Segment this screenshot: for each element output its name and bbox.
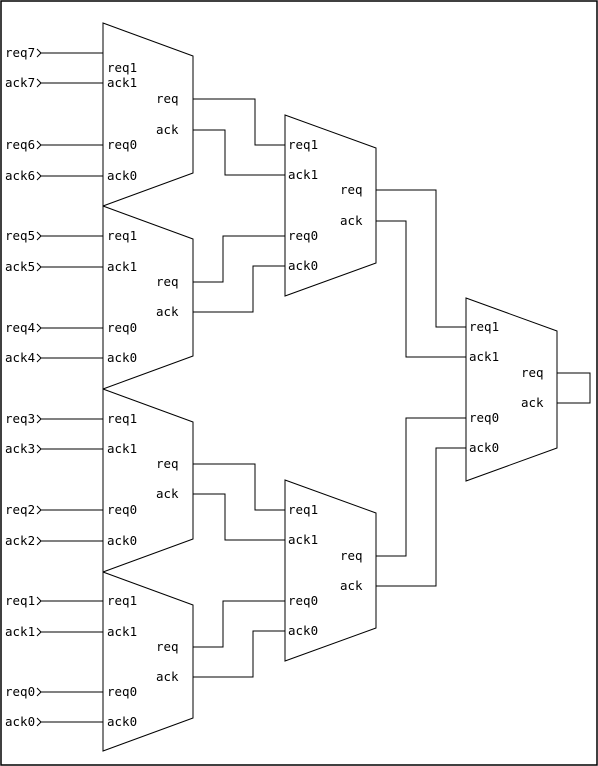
wire (193, 493, 285, 541)
port-label: req (521, 365, 544, 380)
input-label: ack5 (5, 259, 35, 274)
labels-s1-0: req1 ack1 req0 ack0 req ack (107, 60, 179, 183)
port-label: req0 (288, 593, 318, 608)
input-label: ack0 (5, 714, 35, 729)
port-label: ack0 (107, 350, 137, 365)
wire (376, 447, 466, 587)
arbiter-s1-2 (102, 388, 194, 573)
input-label: ack6 (5, 168, 35, 183)
wires-s1-to-s2 (193, 98, 285, 678)
port-label: req1 (469, 319, 499, 334)
labels-s2-0: req1 ack1 req0 ack0 req ack (288, 137, 363, 273)
wire (193, 630, 285, 678)
port-label: ack1 (469, 349, 499, 364)
wire (376, 189, 466, 328)
port-label: req1 (288, 502, 318, 517)
wire (193, 600, 285, 648)
labels-s2-1: req1 ack1 req0 ack0 req ack (288, 502, 363, 638)
wire (376, 417, 466, 557)
port-label: ack0 (107, 168, 137, 183)
port-label: ack0 (288, 258, 318, 273)
input-label: ack2 (5, 533, 35, 548)
port-label: req (156, 274, 179, 289)
wire (193, 98, 285, 146)
input-label: ack4 (5, 350, 35, 365)
wire (193, 129, 285, 176)
port-label: ack0 (107, 714, 137, 729)
port-label: req0 (107, 502, 137, 517)
port-label: req1 (107, 228, 137, 243)
input-label: ack3 (5, 441, 35, 456)
port-label: req0 (107, 137, 137, 152)
port-label: ack (156, 122, 179, 137)
labels-s3-root: req1 ack1 req0 ack0 req ack (469, 319, 544, 455)
port-label: req (340, 182, 363, 197)
input-label: req5 (5, 228, 35, 243)
port-label: req (156, 456, 179, 471)
input-label: req7 (5, 45, 35, 60)
port-label: req0 (288, 228, 318, 243)
port-label: ack (156, 304, 179, 319)
wires-s2-to-s3 (376, 189, 466, 587)
port-label: ack1 (107, 259, 137, 274)
wire (193, 265, 285, 313)
input-pins: req7 ack7 req6 ack6 req5 ack5 req4 ack4 req3 ack3… (5, 45, 103, 729)
port-label: req0 (469, 410, 499, 425)
input-label: req3 (5, 411, 35, 426)
port-label: ack (156, 486, 179, 501)
wire (376, 220, 466, 358)
port-label: ack1 (107, 624, 137, 639)
port-label: ack0 (469, 440, 499, 455)
input-label: ack7 (5, 75, 35, 90)
wire (193, 463, 285, 511)
port-label: req1 (288, 137, 318, 152)
input-label: req6 (5, 137, 35, 152)
port-label: ack (340, 213, 363, 228)
input-label: req1 (5, 593, 35, 608)
port-label: ack1 (107, 441, 137, 456)
labels-s1-2: req1 ack1 req0 ack0 req ack (107, 411, 179, 548)
port-label: req (156, 639, 179, 654)
input-label: req4 (5, 320, 35, 335)
port-label: ack1 (288, 532, 318, 547)
root-loopback-wire (557, 372, 591, 404)
port-label: req (340, 548, 363, 563)
port-label: req1 (107, 593, 137, 608)
port-label: ack (340, 578, 363, 593)
port-label: ack1 (107, 75, 137, 90)
port-label: ack (156, 669, 179, 684)
port-label: req1 (107, 411, 137, 426)
port-label: ack0 (288, 623, 318, 638)
input-label: ack1 (5, 624, 35, 639)
wire (193, 235, 285, 283)
arbiter-s1-3 (102, 571, 194, 752)
port-label: req1 (107, 60, 137, 75)
port-label: ack0 (107, 533, 137, 548)
labels-s1-1: req1 ack1 req0 ack0 req ack (107, 228, 179, 365)
port-label: req0 (107, 320, 137, 335)
port-label: ack1 (288, 167, 318, 182)
port-label: req0 (107, 684, 137, 699)
input-label: req0 (5, 684, 35, 699)
input-label: req2 (5, 502, 35, 517)
port-label: req (156, 91, 179, 106)
labels-s1-3: req1 ack1 req0 ack0 req ack (107, 593, 179, 729)
port-label: ack (521, 395, 544, 410)
arbiter-s3-root (465, 297, 558, 482)
